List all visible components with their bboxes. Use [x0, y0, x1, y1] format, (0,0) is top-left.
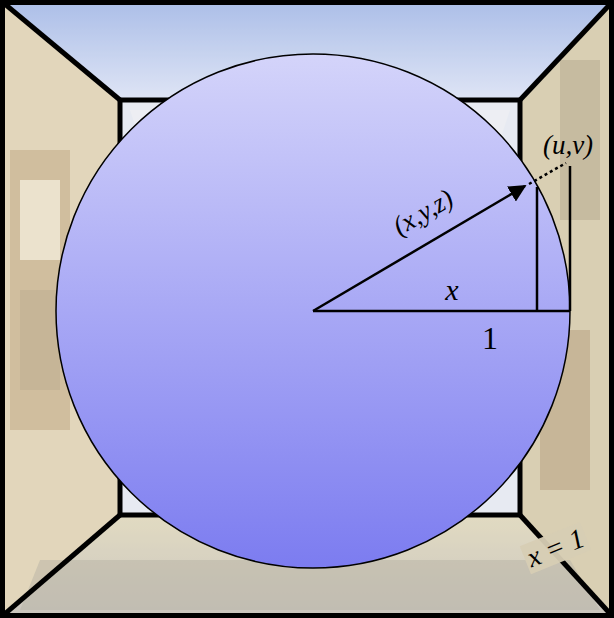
unit-label: 1 [479, 321, 501, 355]
point-label: (u,v) [540, 131, 596, 160]
x-axis-line [313, 310, 570, 313]
geometry-lines [313, 163, 570, 311]
extension-dotted [529, 163, 566, 184]
length-label: x [442, 274, 461, 306]
unit-sphere [56, 54, 570, 568]
face-line [569, 166, 572, 311]
projection-line [536, 187, 539, 311]
